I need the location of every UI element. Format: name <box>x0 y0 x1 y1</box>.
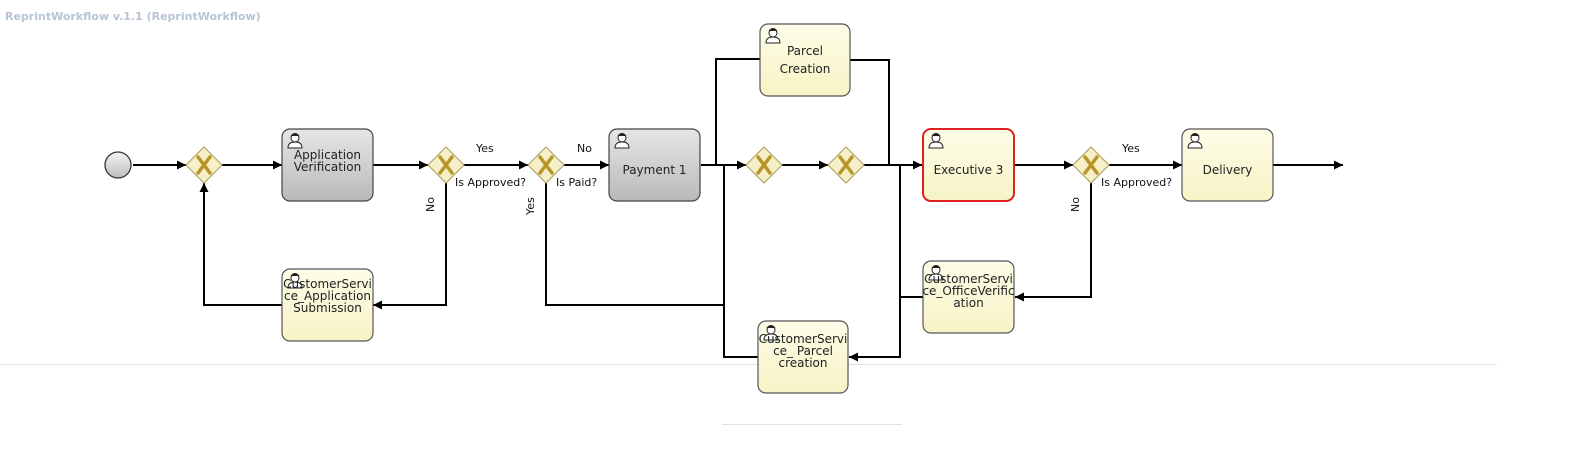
task-label-line: ation <box>953 296 983 310</box>
gateway-is-approved[interactable] <box>427 146 465 184</box>
task-label-line: CustomerServi <box>759 332 848 346</box>
task-box <box>281 268 374 342</box>
label-approved2-no: No <box>1069 197 1082 212</box>
task-label-line: ce_ Parcel <box>773 344 833 358</box>
label-is-approved-2: Is Approved? <box>1101 176 1172 189</box>
label-approved-yes: Yes <box>475 142 494 155</box>
label-paid-no: No <box>577 142 592 155</box>
label-approved-no: No <box>424 197 437 212</box>
user-task-icon <box>928 133 944 149</box>
sequence-flows <box>133 58 1343 362</box>
task-box <box>922 260 1015 334</box>
gateway-is-paid[interactable] <box>527 146 565 184</box>
task-label-line: CustomerServi <box>924 272 1013 286</box>
task-label-line: Submission <box>293 301 362 315</box>
flow-parcel-creation-out[interactable] <box>850 59 890 165</box>
task-box <box>757 320 849 394</box>
gateway-gw1[interactable] <box>185 146 223 184</box>
label-approved2-yes: Yes <box>1121 142 1140 155</box>
flow-cs-parcel-back[interactable] <box>899 164 910 357</box>
user-task-icon <box>763 325 779 341</box>
diagram-title: ReprintWorkflow v.1.1 (ReprintWorkflow) <box>5 10 261 23</box>
task-delivery[interactable]: Delivery <box>1181 128 1274 202</box>
flow-to-cs-parcel[interactable] <box>723 165 759 358</box>
task-label-line: Payment 1 <box>623 163 687 177</box>
label-paid-yes: Yes <box>524 197 537 216</box>
user-task-icon <box>765 28 781 44</box>
task-label-line: creation <box>779 356 828 370</box>
user-task-icon <box>928 265 944 281</box>
task-label-line: Application <box>294 148 361 162</box>
task-box <box>922 128 1015 202</box>
flow-to-parcel-creation[interactable] <box>715 58 760 165</box>
exclusive-x-icon <box>196 155 212 175</box>
canvas-divider-lower <box>722 424 902 425</box>
task-label-line: Creation <box>780 62 831 76</box>
start-event[interactable] <box>104 151 132 179</box>
label-is-approved: Is Approved? <box>455 176 526 189</box>
exclusive-x-icon <box>756 155 772 175</box>
user-task-icon <box>287 273 303 289</box>
exclusive-x-icon <box>838 155 854 175</box>
task-executive[interactable]: Executive 3 <box>922 128 1015 202</box>
flow-paid-yes[interactable] <box>545 183 724 306</box>
task-payment[interactable]: Payment 1 <box>608 128 701 202</box>
task-box <box>281 128 374 202</box>
user-task-icon <box>1187 133 1203 149</box>
user-task-icon <box>614 133 630 149</box>
task-label-line: Executive 3 <box>934 163 1004 177</box>
exclusive-x-icon <box>1083 155 1099 175</box>
task-box <box>1181 128 1274 202</box>
flow-approved-no[interactable] <box>373 183 447 310</box>
task-label-line: CustomerServi <box>283 277 372 291</box>
flow-resubmission-to-gw1[interactable] <box>199 183 283 306</box>
flow-cs-office-to-cs-parcel[interactable] <box>849 296 923 362</box>
exclusive-x-icon <box>438 155 454 175</box>
user-task-icon <box>287 133 303 149</box>
task-label-line: ce_Application <box>284 289 371 303</box>
task-label-line: Verification <box>294 160 361 174</box>
gateway-split[interactable] <box>745 146 783 184</box>
task-box <box>759 23 851 97</box>
label-is-paid: Is Paid? <box>556 176 597 189</box>
task-label-line: Delivery <box>1203 163 1253 177</box>
flow-approved2-no[interactable] <box>1015 183 1092 302</box>
gateway-join[interactable] <box>827 146 865 184</box>
gateway-is-approved-2[interactable] <box>1072 146 1110 184</box>
exclusive-x-icon <box>538 155 554 175</box>
task-box <box>608 128 701 202</box>
task-label-line: Parcel <box>787 44 823 58</box>
task-label-line: ce_OfficeVerific <box>922 284 1014 298</box>
canvas-divider <box>0 364 1497 365</box>
